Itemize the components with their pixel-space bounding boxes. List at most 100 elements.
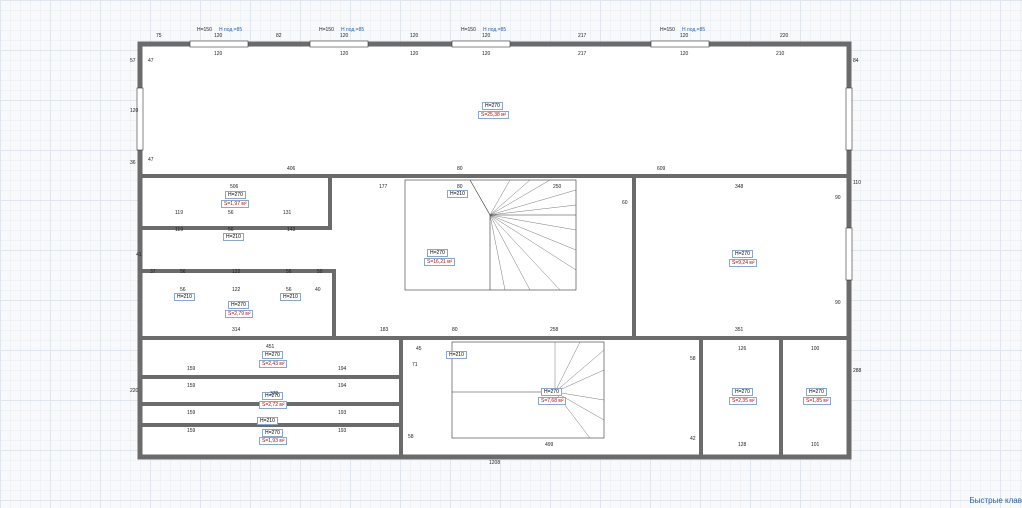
dim-42: 42 <box>690 436 696 442</box>
dim-110: 110 <box>853 180 861 186</box>
dim-36: 36 <box>130 160 136 166</box>
room-9-height: H=270 <box>541 388 562 396</box>
dim-56c: 56 <box>180 269 186 275</box>
dim-47b: 47 <box>148 157 154 163</box>
dim-101: 101 <box>811 442 820 448</box>
quick-keys-link[interactable]: Быстрые клав <box>969 496 1022 505</box>
room-10-area: S=2,35 м² <box>729 397 758 405</box>
dim-194a: 194 <box>338 366 347 372</box>
dim-in-217: 217 <box>578 51 587 57</box>
dim-in-210: 210 <box>776 51 785 57</box>
dim-159c: 159 <box>187 410 196 416</box>
door-5: H=210 <box>446 351 467 359</box>
dim-131: 131 <box>283 210 292 216</box>
dim-258: 258 <box>550 327 559 333</box>
dim-60: 60 <box>622 200 628 206</box>
dim-220-left: 220 <box>130 388 139 394</box>
dim-56b: 56 <box>228 227 234 233</box>
dim-250: 250 <box>553 184 562 190</box>
dim-top-82: 82 <box>276 33 282 39</box>
dim-56e: 56 <box>180 287 186 293</box>
room-4-area: S=9,24 м² <box>729 259 758 267</box>
room-3-height: H=270 <box>427 249 448 257</box>
staircase-upper <box>404 179 577 291</box>
window-3-height: H=150 <box>461 27 476 33</box>
room-6-area: S=2,43 м² <box>259 360 288 368</box>
room-7-height: H=270 <box>262 392 283 400</box>
room-2-area: S=1,97 м² <box>221 200 250 208</box>
door-3: H=210 <box>174 293 195 301</box>
dim-406: 406 <box>287 166 296 172</box>
door-2: H=210 <box>223 233 244 241</box>
dim-71: 71 <box>412 362 418 368</box>
dim-58b: 58 <box>690 356 696 362</box>
window-2-height: H=150 <box>319 27 334 33</box>
dim-80c: 80 <box>452 327 458 333</box>
dim-183: 183 <box>380 327 389 333</box>
room-11-area: S=1,85 м² <box>803 397 832 405</box>
dim-90b: 90 <box>835 300 841 306</box>
window-2-sill: H под.=85 <box>341 27 365 33</box>
dim-288: 288 <box>853 368 862 374</box>
dim-122b: 122 <box>232 287 241 293</box>
dim-in-120b: 120 <box>340 51 349 57</box>
dim-126: 126 <box>738 346 747 352</box>
dim-119a: 119 <box>175 210 183 216</box>
dim-159b: 159 <box>187 383 196 389</box>
dim-50: 50 <box>317 269 323 275</box>
dim-top-120b: 120 <box>340 33 349 39</box>
dim-41: 41 <box>136 252 142 258</box>
room-8-height: H=270 <box>262 429 283 437</box>
dim-in-120a: 120 <box>214 51 223 57</box>
dim-193a: 193 <box>338 410 347 416</box>
room-5-area: S=2,79 м² <box>225 310 254 318</box>
room-6-height: H=270 <box>262 351 283 359</box>
dim-194b: 194 <box>338 383 347 389</box>
dim-351: 351 <box>735 327 744 333</box>
room-10-height: H=270 <box>732 388 753 396</box>
dim-45: 45 <box>416 346 422 352</box>
dim-58a: 58 <box>408 434 414 440</box>
window-1-sill: H под.=85 <box>219 27 243 33</box>
window-1-height: H=150 <box>197 27 212 33</box>
dim-143: 143 <box>287 227 296 233</box>
dim-top-120c: 120 <box>410 33 419 39</box>
windows-top <box>136 40 853 281</box>
room-9-area: S=7,68 м² <box>538 397 567 405</box>
room-1-height: H=270 <box>482 102 503 110</box>
dim-56f: 56 <box>286 287 292 293</box>
dim-609: 609 <box>657 166 666 172</box>
room-11-height: H=270 <box>806 388 827 396</box>
dim-159a: 159 <box>187 366 196 372</box>
dim-84: 84 <box>853 58 859 64</box>
dim-top-120d: 120 <box>482 33 491 39</box>
dim-314: 314 <box>232 327 241 333</box>
room-3-area: S=16,21 м² <box>424 258 456 266</box>
staircase-lower <box>451 341 605 439</box>
dim-top-217: 217 <box>578 33 587 39</box>
dim-348: 348 <box>735 184 744 190</box>
dim-499: 499 <box>545 442 554 448</box>
dim-159d: 159 <box>187 428 196 434</box>
dim-80b: 80 <box>457 184 463 190</box>
room-8-area: S=1,93 м² <box>259 437 288 445</box>
dim-57a: 57 <box>130 58 136 64</box>
dim-506: 506 <box>230 184 239 190</box>
dim-56d: 56 <box>286 269 292 275</box>
dim-451: 451 <box>266 344 275 350</box>
door-4: H=210 <box>280 293 301 301</box>
room-2-height: H=270 <box>225 191 246 199</box>
dim-193b: 193 <box>338 428 347 434</box>
room-4-height: H=270 <box>732 250 753 258</box>
dim-56a: 56 <box>228 210 234 216</box>
window-3-sill: H под.=85 <box>483 27 507 33</box>
dim-370: 370 <box>270 391 279 397</box>
room-1-area: S=25,38 м² <box>478 111 510 119</box>
dim-177: 177 <box>379 184 388 190</box>
dim-80a: 80 <box>457 166 463 172</box>
dim-in-120d: 120 <box>482 51 491 57</box>
dim-40: 40 <box>315 287 321 293</box>
dim-in-120c: 120 <box>410 51 419 57</box>
window-4-sill: H под.=85 <box>682 27 706 33</box>
